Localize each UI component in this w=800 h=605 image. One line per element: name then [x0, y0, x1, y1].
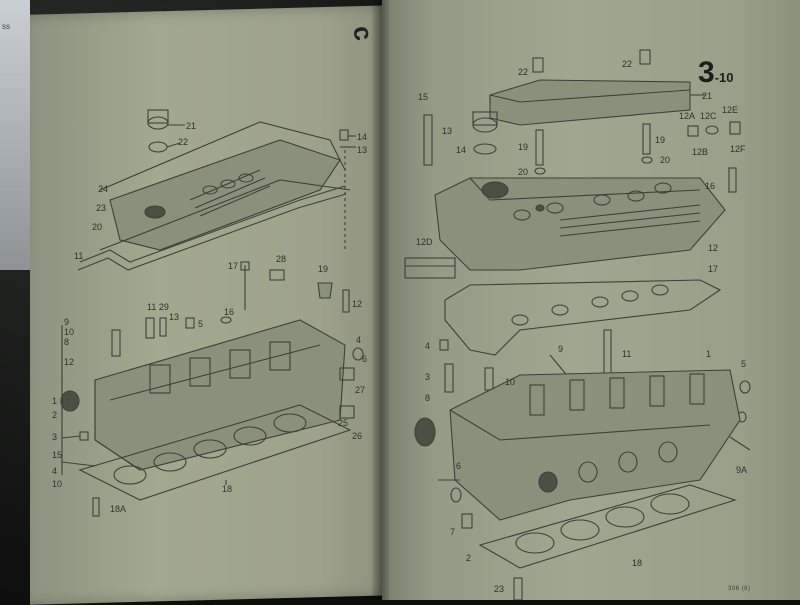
callout-label: 5: [741, 359, 747, 369]
callout-label: 27: [355, 385, 366, 395]
callout-label: 12: [64, 357, 75, 367]
callout-label: 9: [64, 317, 70, 327]
callout-label: 13: [442, 126, 453, 136]
callout-label: 18: [222, 484, 233, 494]
callout-label: 20: [518, 167, 529, 177]
callout-label: 19: [655, 135, 666, 145]
left-edge-text: ss: [2, 22, 10, 31]
callout-label: 11: [74, 251, 84, 261]
left-cylinder-head: [60, 319, 364, 471]
callout-label: 12E: [722, 105, 739, 115]
callout-label: 6: [456, 461, 462, 471]
callout-label: 1: [52, 396, 58, 406]
callout-label: 8: [64, 337, 70, 347]
callout-label: 11: [622, 349, 632, 359]
callout-label: 9A: [736, 465, 748, 475]
callout-label: 4: [356, 335, 362, 345]
callout-label: 5: [198, 319, 204, 329]
callout-label: 2: [52, 410, 58, 420]
callout-label: 10: [505, 377, 516, 387]
callout-label: 3: [52, 432, 58, 442]
left-valve-cover: [77, 121, 351, 271]
callout-label: 26: [352, 431, 363, 441]
right-cylinder-head: [414, 369, 741, 529]
callout-label: 14: [357, 132, 368, 142]
callout-label: 8: [425, 393, 431, 403]
callout-label: 12D: [416, 237, 433, 247]
left-leader-lines: [61, 325, 227, 485]
callout-label: 4: [52, 466, 58, 476]
left-edge-object: ss: [0, 0, 30, 270]
callout-label: 22: [518, 67, 529, 77]
callout-label: 24: [98, 184, 109, 194]
callout-label: 17: [228, 261, 239, 271]
left-cover-bolts: [339, 129, 356, 250]
right-head-gasket: [478, 484, 737, 600]
callout-label: 19: [318, 264, 329, 274]
page-number-main: 3: [698, 56, 715, 89]
right-valve-cover: [404, 177, 726, 279]
page-footer: 306 (8): [728, 586, 751, 592]
callout-label: 7: [450, 527, 456, 537]
callout-label: 12F: [730, 144, 746, 154]
callout-label: 2: [466, 553, 472, 563]
left-studs: [111, 261, 350, 357]
callout-label: 23: [494, 584, 505, 594]
right-cover-gasket: [444, 279, 722, 356]
callout-label: 28: [276, 254, 287, 264]
callout-label: 15: [418, 92, 429, 102]
callout-label: 13: [357, 145, 368, 155]
callout-label: 1: [706, 349, 712, 359]
callout-label: 19: [518, 142, 529, 152]
callout-label: 12: [352, 299, 363, 309]
callout-label: 16: [705, 181, 716, 191]
callout-label: 4: [425, 341, 431, 351]
callout-label: 9: [558, 344, 564, 354]
callout-label: 17: [708, 264, 719, 274]
callout-label: 6: [362, 354, 368, 364]
left-head-gasket: [78, 404, 352, 517]
callout-label: 12C: [700, 111, 717, 121]
callout-label: 16: [224, 307, 235, 317]
callout-label: 10: [64, 327, 75, 337]
callout-label: 13: [169, 312, 180, 322]
callout-label: 3: [425, 372, 431, 382]
callout-label: 12A: [679, 111, 696, 121]
callout-label: 12: [708, 243, 719, 253]
book-spine: [372, 0, 390, 600]
right-filler-cap: [423, 111, 741, 193]
callout-label: 21: [186, 121, 197, 131]
callout-label: 12B: [692, 147, 709, 157]
callout-label: 14: [456, 145, 467, 155]
callout-label: 22: [178, 137, 189, 147]
page-number-sub: -10: [714, 70, 734, 85]
callout-label: 15: [52, 450, 63, 460]
callout-label: 20: [660, 155, 671, 165]
callout-label: 18: [632, 558, 643, 568]
callout-label: 18A: [110, 504, 127, 514]
callout-label: 23: [96, 203, 107, 213]
page-number: 3-10: [698, 56, 733, 90]
left-oil-cap: [147, 109, 185, 153]
callout-label: 22: [622, 59, 633, 69]
callout-label: 10: [52, 479, 63, 489]
callout-label: 11 29: [147, 302, 169, 312]
callout-label: 25: [338, 418, 349, 428]
callout-label: 21: [702, 91, 713, 101]
callout-label: 20: [92, 222, 103, 232]
right-top-cover: [489, 49, 705, 126]
